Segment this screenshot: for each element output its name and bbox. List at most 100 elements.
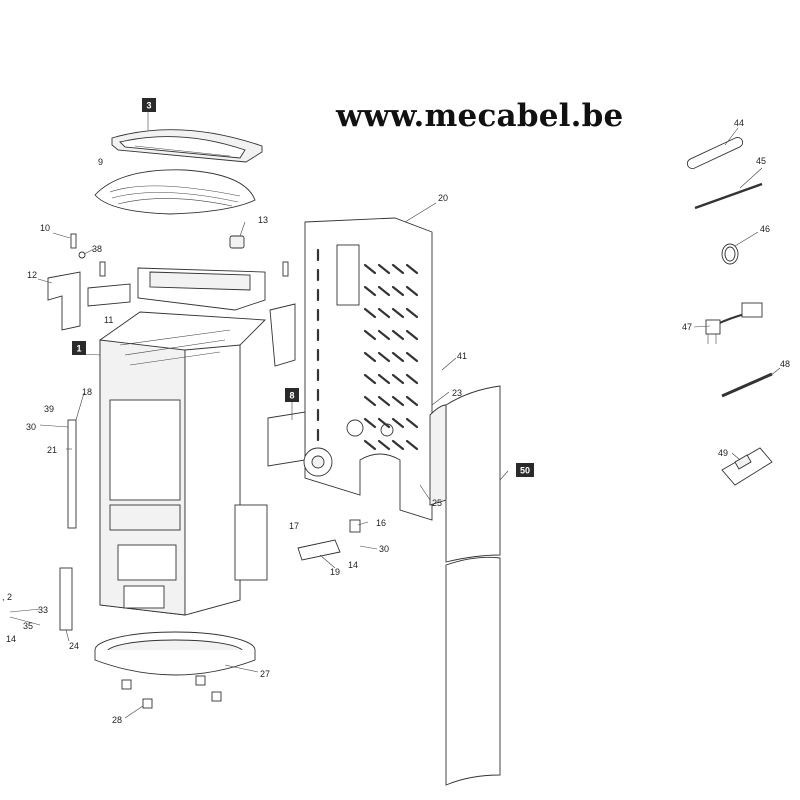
vent-slot [377,263,391,275]
part-upper-box [137,267,266,311]
callout-box-3: 3 [142,98,156,112]
part-base-ring [94,631,256,676]
vent-slot [391,351,405,363]
callout-46: 46 [760,224,770,234]
callout-23: 23 [452,388,462,398]
callout-28: 28 [112,715,122,725]
part-bracket-24 [59,567,73,631]
vent-slot [405,395,419,407]
vent-slot [405,263,419,275]
vent-slot [391,307,405,319]
callout-35: 35 [23,621,33,631]
callout-13: 13 [258,215,268,225]
callout-14-left: 14 [6,634,16,644]
part-main-body [99,311,267,616]
callout-30-right: 30 [379,544,389,554]
callout-19: 19 [330,567,340,577]
vent-slot [391,285,405,297]
part-rod-45 [694,182,763,210]
vent-slot [391,263,405,275]
vent-slot [377,329,391,341]
vent-slot [377,307,391,319]
vent-slot [377,351,391,363]
part-rail-21 [67,419,77,529]
callout-41: 41 [457,351,467,361]
svg-text:8: 8 [289,391,294,401]
part-cable-46 [721,243,739,265]
part-power-plug-47 [705,302,763,344]
callout-39: 39 [44,404,54,414]
vent-slot [377,395,391,407]
part-control-board [234,504,268,581]
vent-slot [363,351,377,363]
callout-30-left: 30 [26,422,36,432]
vent-slot [405,439,419,451]
vent-slot [405,417,419,429]
part-bracket-19 [297,539,341,561]
callout-49: 49 [718,448,728,458]
leader-lines [9,107,781,719]
callout-10: 10 [40,223,50,233]
callout-17: 17 [289,521,299,531]
callout-38: 38 [92,244,102,254]
part-connector [229,235,245,249]
part-probe-48 [721,372,773,398]
vent-slot [391,329,405,341]
vent-slot [363,373,377,385]
part-remote-49 [721,447,773,486]
part-fan [267,411,333,477]
part-bracket-right [269,303,296,367]
vent-slot [405,307,419,319]
vent-slot [405,351,419,363]
callout-box-8: 8 [285,388,299,402]
callout-box-50: 50 [516,463,534,477]
part-support-bar [87,283,131,307]
callout-20: 20 [438,193,448,203]
callout-21: 21 [47,445,57,455]
part-screws-top [70,233,289,277]
vent-slot [363,263,377,275]
svg-text:3: 3 [146,101,151,111]
part-tube-44 [686,136,744,170]
vent-slot [363,285,377,297]
callout-2: , 2 [2,592,12,602]
vent-slot [405,329,419,341]
callout-16: 16 [376,518,386,528]
vent-slot [363,417,377,429]
vent-slot [391,373,405,385]
callout-18: 18 [82,387,92,397]
vent-slot [363,395,377,407]
callout-45: 45 [756,156,766,166]
vent-slot [405,373,419,385]
vent-slot [391,395,405,407]
part-feet [121,675,222,709]
watermark-text: www.mecabel.be [336,98,624,134]
callout-12: 12 [27,270,37,280]
vent-slot [391,439,405,451]
part-side-panel [429,385,501,786]
svg-text:1: 1 [76,344,81,354]
vent-slot [363,329,377,341]
part-bracket-left [47,271,81,331]
callout-44: 44 [734,118,744,128]
callout-48: 48 [780,359,790,369]
vent-slot [391,417,405,429]
callout-9: 9 [98,157,103,167]
callout-box-1: 1 [72,341,86,355]
callout-24: 24 [69,641,79,651]
vent-slot [377,439,391,451]
part-top-grille [94,169,256,215]
vent-slot [377,417,391,429]
callout-33: 33 [38,605,48,615]
part-sensor-16 [349,519,361,533]
svg-text:50: 50 [520,466,530,476]
vent-slot [405,285,419,297]
callout-27: 27 [260,669,270,679]
vent-slot [377,285,391,297]
vent-slot [363,439,377,451]
part-back-panel [304,217,433,521]
vent-slot [377,373,391,385]
callout-25: 25 [432,498,442,508]
callout-47: 47 [682,322,692,332]
